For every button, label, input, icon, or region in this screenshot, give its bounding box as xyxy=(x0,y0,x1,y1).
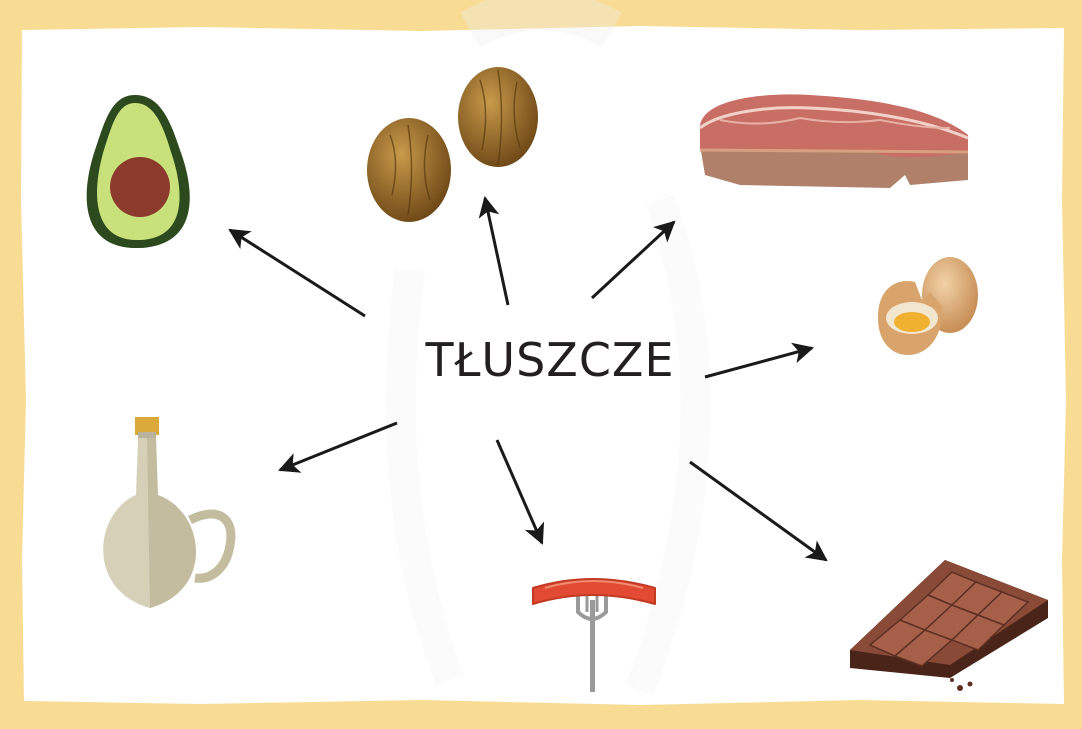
center-label-tluszcze: TŁUSZCZE xyxy=(400,330,700,390)
